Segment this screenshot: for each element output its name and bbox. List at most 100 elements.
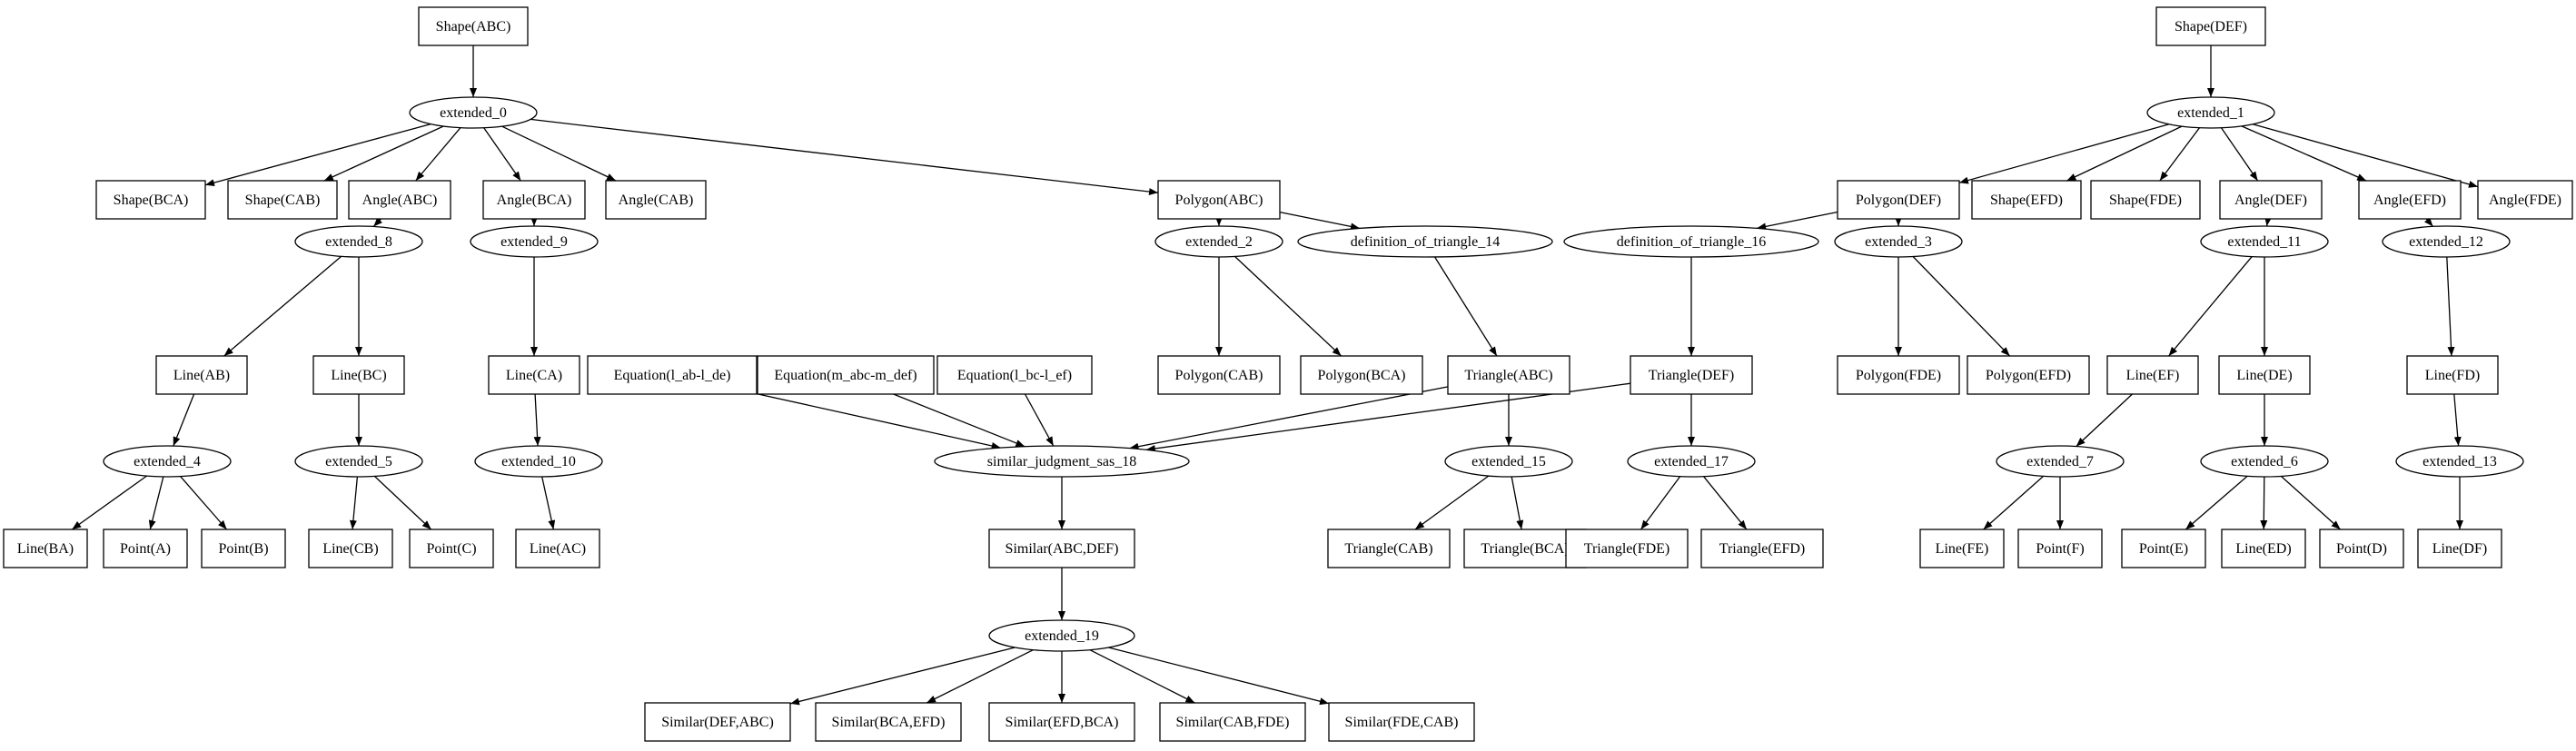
fact-node-Similar(FDE,CAB): Similar(FDE,CAB) bbox=[1328, 702, 1475, 742]
node-label: Polygon(BCA) bbox=[1318, 368, 1406, 383]
rule-node-shape bbox=[2146, 96, 2275, 129]
fact-node-Line(DE): Line(DE) bbox=[2218, 355, 2311, 395]
rule-node-shape bbox=[1996, 445, 2125, 478]
rule-node-extended_17: extended_17 bbox=[1627, 445, 1756, 478]
node-label: definition_of_triangle_14 bbox=[1351, 234, 1500, 250]
edge-extended_15-to-Triangle(BCA) bbox=[1511, 476, 1524, 530]
edge-extended_17-to-Triangle(FDE) bbox=[1640, 476, 1681, 530]
node-label: extended_1 bbox=[2177, 105, 2244, 121]
fact-node-Triangle(CAB): Triangle(CAB) bbox=[1327, 529, 1451, 568]
fact-node-Triangle(FDE): Triangle(FDE) bbox=[1565, 529, 1689, 568]
fact-node-shape bbox=[605, 180, 707, 220]
node-label: extended_5 bbox=[325, 454, 392, 469]
node-label: extended_10 bbox=[501, 454, 576, 469]
fact-node-shape bbox=[2477, 180, 2573, 220]
node-label: Angle(CAB) bbox=[619, 193, 694, 208]
rule-node-extended_1: extended_1 bbox=[2146, 96, 2275, 129]
node-label: Line(ED) bbox=[2235, 541, 2291, 557]
fact-node-Line(FD): Line(FD) bbox=[2406, 355, 2499, 395]
node-label: extended_12 bbox=[2409, 234, 2483, 250]
fact-node-shape bbox=[988, 702, 1135, 742]
fact-node-Point(E): Point(E) bbox=[2121, 529, 2206, 568]
fact-node-shape bbox=[936, 355, 1093, 395]
node-label: Shape(FDE) bbox=[2109, 193, 2182, 208]
edge-extended_5-to-Point(C) bbox=[374, 476, 432, 530]
edge-Equation(l_bc-l_ef)-to-similar_judgment_sas_18 bbox=[1024, 393, 1055, 447]
fact-node-Shape(BCA): Shape(BCA) bbox=[95, 180, 206, 220]
node-label: Similar(CAB,FDE) bbox=[1176, 715, 1290, 730]
node-label: Shape(BCA) bbox=[114, 193, 189, 208]
edge-extended_19-to-Similar(DEF,ABC) bbox=[789, 647, 1016, 706]
rule-node-extended_10: extended_10 bbox=[474, 445, 603, 478]
fact-node-Point(B): Point(B) bbox=[201, 529, 286, 568]
edge-extended_0-to-Angle(CAB) bbox=[501, 125, 617, 182]
node-label: Equation(m_abc-m_def) bbox=[774, 368, 916, 383]
fact-node-shape bbox=[308, 529, 393, 568]
fact-node-Similar(ABC,DEF): Similar(ABC,DEF) bbox=[988, 529, 1135, 568]
node-label: Triangle(EFD) bbox=[1719, 541, 1806, 557]
fact-node-shape bbox=[2218, 355, 2311, 395]
rule-node-extended_15: extended_15 bbox=[1444, 445, 1573, 478]
node-label: Point(A) bbox=[120, 541, 171, 557]
fact-node-Similar(BCA,EFD): Similar(BCA,EFD) bbox=[815, 702, 962, 742]
rule-node-shape bbox=[1154, 225, 1283, 258]
rule-node-extended_13: extended_13 bbox=[2395, 445, 2524, 478]
edge-Polygon(DEF)-to-definition_of_triangle_16 bbox=[1757, 211, 1838, 231]
fact-node-Line(BA): Line(BA) bbox=[3, 529, 88, 568]
fact-node-Angle(ABC): Angle(ABC) bbox=[348, 180, 451, 220]
fact-node-shape bbox=[95, 180, 206, 220]
node-label: Angle(BCA) bbox=[497, 193, 572, 208]
node-label: Angle(DEF) bbox=[2234, 193, 2307, 208]
edge-extended_2-to-Polygon(BCA) bbox=[1234, 256, 1342, 357]
rule-node-shape bbox=[2200, 225, 2329, 258]
node-label: Point(B) bbox=[218, 541, 268, 557]
rule-node-extended_2: extended_2 bbox=[1154, 225, 1283, 258]
node-label: Triangle(CAB) bbox=[1344, 541, 1432, 557]
node-label: extended_0 bbox=[440, 105, 507, 121]
node-label: extended_3 bbox=[1865, 234, 1932, 250]
fact-node-Equation(l_bc-l_ef): Equation(l_bc-l_ef) bbox=[936, 355, 1093, 395]
node-label: extended_8 bbox=[325, 234, 392, 250]
edge-extended_0-to-Polygon(ABC) bbox=[530, 118, 1159, 196]
fact-node-shape bbox=[482, 180, 586, 220]
node-label: Similar(FDE,CAB) bbox=[1345, 715, 1459, 730]
rule-node-shape bbox=[2200, 445, 2329, 478]
rule-node-extended_11: extended_11 bbox=[2200, 225, 2329, 258]
edge-extended_4-to-Point(A) bbox=[148, 476, 164, 530]
rule-node-shape bbox=[2382, 225, 2511, 258]
node-label: Polygon(ABC) bbox=[1175, 193, 1263, 208]
node-label: Angle(EFD) bbox=[2373, 193, 2446, 208]
fact-node-shape bbox=[227, 180, 338, 220]
edge-extended_1-to-Polygon(DEF) bbox=[1958, 124, 2170, 184]
node-label: extended_6 bbox=[2231, 454, 2298, 469]
fact-node-Line(BC): Line(BC) bbox=[312, 355, 405, 395]
rule-node-extended_19: extended_19 bbox=[988, 619, 1135, 652]
fact-node-Triangle(ABC): Triangle(ABC) bbox=[1447, 355, 1570, 395]
edge-extended_17-to-Triangle(EFD) bbox=[1703, 476, 1748, 530]
rule-node-extended_5: extended_5 bbox=[294, 445, 423, 478]
fact-node-shape bbox=[1300, 355, 1423, 395]
fact-node-Triangle(DEF): Triangle(DEF) bbox=[1630, 355, 1753, 395]
fact-node-Equation(l_ab-l_de): Equation(l_ab-l_de) bbox=[587, 355, 758, 395]
rule-node-shape bbox=[1297, 225, 1553, 258]
fact-node-shape bbox=[988, 529, 1135, 568]
edge-extended_19-to-Similar(FDE,CAB) bbox=[1108, 647, 1330, 706]
fact-node-Line(EF): Line(EF) bbox=[2106, 355, 2199, 395]
fact-node-shape bbox=[2155, 6, 2266, 46]
fact-node-shape bbox=[418, 6, 529, 46]
fact-node-Point(D): Point(D) bbox=[2319, 529, 2404, 568]
node-label: extended_19 bbox=[1025, 628, 1099, 644]
rule-node-shape bbox=[103, 445, 232, 478]
edge-Equation(m_abc-m_def)-to-similar_judgment_sas_18 bbox=[893, 393, 1025, 448]
edge-Angle(ABC)-to-extended_8 bbox=[372, 217, 383, 227]
fact-node-shape bbox=[515, 529, 600, 568]
node-label: Line(AB) bbox=[173, 368, 230, 383]
fact-node-shape bbox=[409, 529, 494, 568]
node-label: Line(CA) bbox=[506, 368, 562, 383]
rule-node-extended_0: extended_0 bbox=[409, 96, 538, 129]
rule-node-similar_judgment_sas_18: similar_judgment_sas_18 bbox=[934, 445, 1190, 478]
node-label: Similar(ABC,DEF) bbox=[1006, 541, 1119, 557]
rule-node-shape bbox=[934, 445, 1190, 478]
edge-extended_0-to-Shape(BCA) bbox=[204, 123, 431, 187]
node-label: extended_7 bbox=[2026, 454, 2094, 469]
